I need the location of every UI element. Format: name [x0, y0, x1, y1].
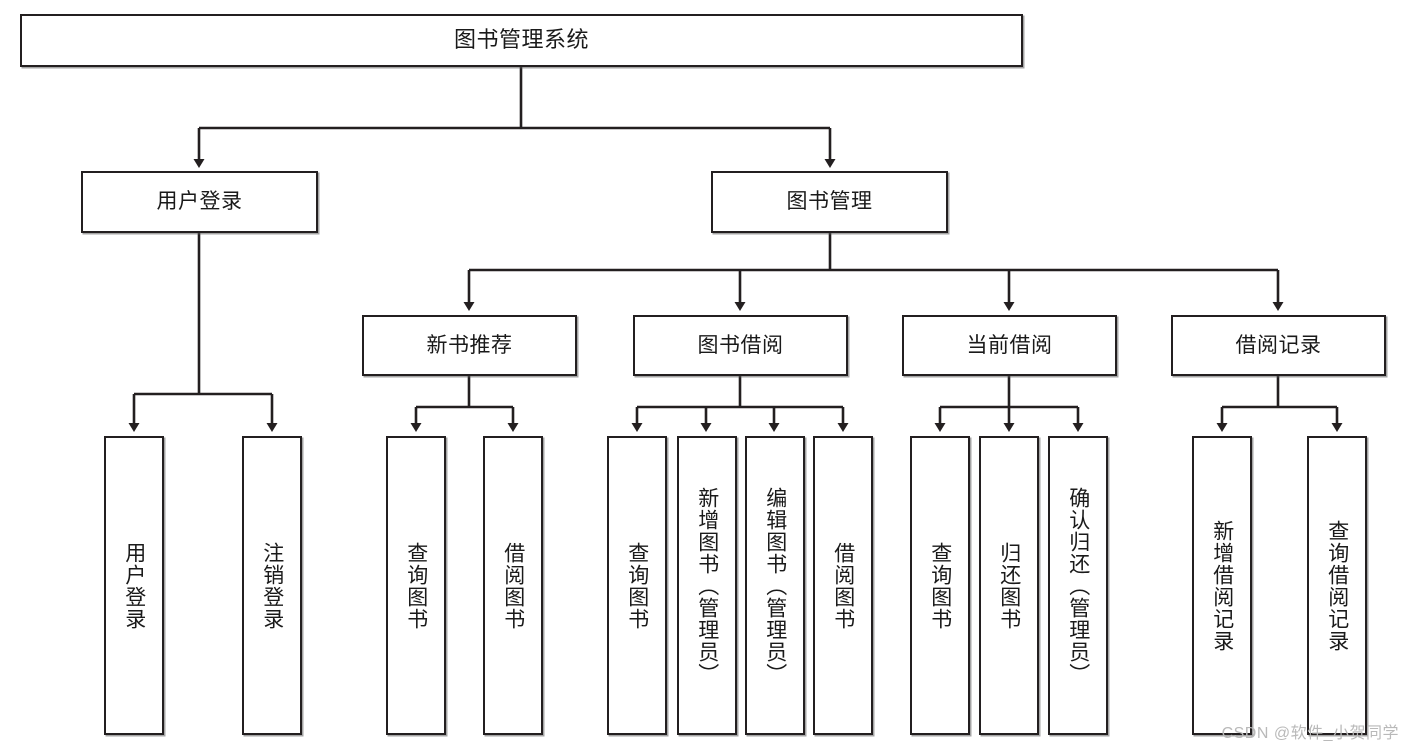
node-label: 图书借阅 [697, 333, 784, 357]
node-label: 新增借阅记录 [1210, 519, 1234, 652]
leaf-borrow-book-1[interactable]: 借阅图书 [483, 436, 543, 735]
node-label: 查询借阅记录 [1325, 519, 1349, 652]
node-current-borrowing[interactable]: 当前借阅 [902, 315, 1117, 376]
node-label: 新增图书（管理员） [695, 486, 719, 685]
node-label: 用户登录 [122, 541, 146, 630]
node-label: 注销登录 [260, 541, 284, 630]
node-label: 借阅图书 [501, 541, 525, 630]
node-label: 查询图书 [625, 541, 649, 630]
node-label: 新书推荐 [426, 333, 513, 357]
node-user-login[interactable]: 用户登录 [81, 171, 318, 233]
watermark-text: CSDN @软件_小贺同学 [1221, 725, 1399, 742]
node-label: 编辑图书（管理员） [763, 486, 787, 685]
node-label: 图书管理 [786, 190, 873, 214]
leaf-confirm-return-admin[interactable]: 确认归还（管理员） [1048, 436, 1108, 735]
node-label: 用户登录 [156, 190, 243, 214]
node-label: 确认归还（管理员） [1066, 486, 1090, 685]
leaf-user-login[interactable]: 用户登录 [104, 436, 164, 735]
leaf-query-book-2[interactable]: 查询图书 [607, 436, 667, 735]
node-label: 借阅图书 [831, 541, 855, 630]
node-label: 查询图书 [928, 541, 952, 630]
leaf-borrow-book-2[interactable]: 借阅图书 [813, 436, 873, 735]
node-borrowing-record[interactable]: 借阅记录 [1171, 315, 1386, 376]
node-label: 归还图书 [997, 541, 1021, 630]
leaf-query-borrow-record[interactable]: 查询借阅记录 [1307, 436, 1367, 735]
leaf-return-book[interactable]: 归还图书 [979, 436, 1039, 735]
node-root-system[interactable]: 图书管理系统 [20, 14, 1023, 67]
leaf-query-book-1[interactable]: 查询图书 [386, 436, 446, 735]
leaf-edit-book-admin[interactable]: 编辑图书（管理员） [745, 436, 805, 735]
leaf-logout[interactable]: 注销登录 [242, 436, 302, 735]
node-book-borrowing[interactable]: 图书借阅 [633, 315, 848, 376]
leaf-add-borrow-record[interactable]: 新增借阅记录 [1192, 436, 1252, 735]
node-label: 查询图书 [404, 541, 428, 630]
node-label: 图书管理系统 [453, 27, 589, 53]
node-book-management[interactable]: 图书管理 [711, 171, 948, 233]
node-label: 借阅记录 [1235, 333, 1322, 357]
node-new-book-recommendation[interactable]: 新书推荐 [362, 315, 577, 376]
leaf-query-book-3[interactable]: 查询图书 [910, 436, 970, 735]
node-label: 当前借阅 [966, 333, 1053, 357]
leaf-add-book-admin[interactable]: 新增图书（管理员） [677, 436, 737, 735]
